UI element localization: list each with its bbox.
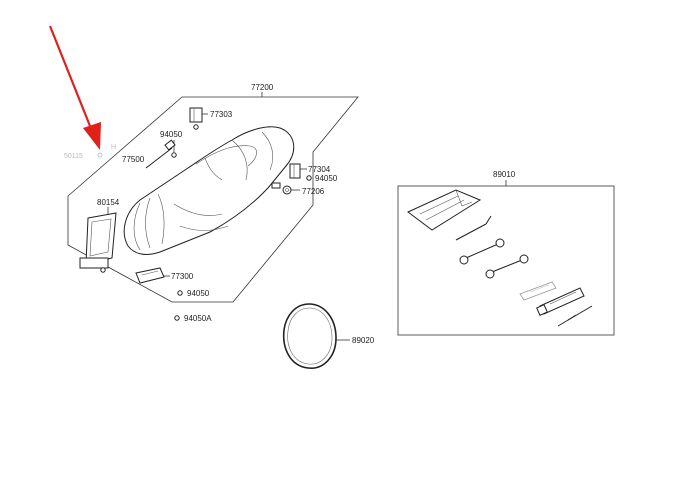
screwdriver-icon (557, 305, 593, 327)
bracket-right-icon (289, 163, 301, 179)
hex-key-icon (455, 215, 492, 241)
ring-icon (282, 303, 337, 369)
red-pointer-arrow-icon (48, 25, 101, 150)
label-bolt-right: 94050 (315, 174, 338, 183)
label-seat-assembly: 77200 (251, 83, 274, 92)
label-bolt-loose: 94050A (184, 314, 212, 323)
bolt-loose-icon (174, 315, 180, 321)
wrench-two-icon (485, 254, 529, 279)
bracket-top-icon (189, 107, 203, 130)
bolt-right-icon (306, 175, 312, 181)
label-bracket-top: 77303 (210, 110, 233, 119)
rod-icon (145, 139, 176, 169)
label-bracket-right: 77304 (308, 165, 331, 174)
small-clip-icon (271, 182, 281, 189)
faint-bolt-icon (97, 152, 103, 158)
faint-ref-a: 50115 (64, 153, 83, 160)
label-tool-kit: 89010 (493, 170, 516, 179)
seat-illustration (123, 126, 295, 255)
tool-bag-icon (407, 189, 482, 231)
label-washer-right: 77206 (302, 187, 325, 196)
socket-wrench-icon (536, 287, 585, 316)
latch-icon (79, 212, 117, 273)
wrench-one-icon (459, 238, 505, 265)
label-ring: 89020 (352, 336, 375, 345)
label-bracket-bottom: 77300 (171, 272, 194, 281)
bolt-top-icon (171, 152, 177, 158)
label-bolt-bottom: 94050 (187, 289, 210, 298)
bracket-bottom-icon (135, 267, 165, 284)
washer-right-icon (282, 185, 292, 195)
tool-kit-box (397, 185, 615, 336)
label-rod: 77500 (122, 155, 145, 164)
faint-ref-b: H (111, 144, 116, 151)
label-bolt-top: 94050 (160, 130, 183, 139)
seat-assembly-boundary (67, 96, 359, 303)
spanner-light-icon (519, 281, 557, 301)
label-latch: 80154 (97, 198, 120, 207)
bolt-bottom-icon (177, 290, 183, 296)
